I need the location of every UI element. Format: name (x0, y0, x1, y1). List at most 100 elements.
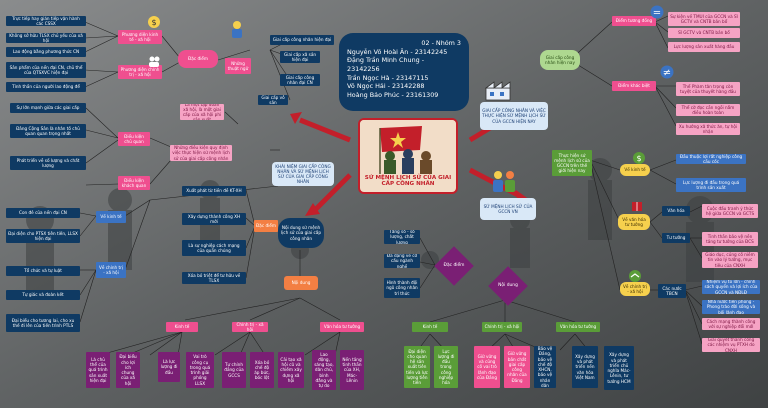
vn-leaf-2: Lực lượng đi đầu trong công nghiệp hóa (434, 346, 458, 388)
svg-text:≠: ≠ (663, 68, 671, 79)
vn-leaf-1: Đại diện cho quan hệ sản xuất tiên tiến … (404, 346, 430, 388)
svg-text:$: $ (151, 18, 156, 27)
condition-3: Phát triển về số lượng và chất lượng (10, 156, 86, 170)
economic-right: Về kinh tế (620, 164, 650, 176)
member-2: Đặng Trần Minh Chung - (347, 56, 425, 65)
subjective-condition: Điều kiện chủ quan (118, 132, 150, 146)
handshake-icon (628, 268, 642, 282)
content-cat-politics: Chính trị - xã hội (232, 322, 268, 332)
ideology-leaf-1: Giáo dục, củng cố niềm tin vào lý tưởng,… (702, 252, 758, 268)
dollar-icon: $ (632, 150, 646, 164)
mission-trait-2: Xây dựng thành công XH mới (182, 213, 246, 225)
economic-right-1: Đầu thuộc lợi rất nghiệp công cầu cốc (676, 154, 746, 164)
vn-cat-culture: Văn hóa tư tưởng (556, 322, 600, 332)
content-leaf-9: Nền tảng tinh thần của XH, Mác-Lênin (340, 350, 364, 390)
political-right: Về chính trị - xã hội (620, 282, 650, 296)
vn-cat-politics: Chính trị - xã hội (482, 322, 522, 332)
trait-4: Sản phẩm của nền đại CN, chủ thể của QTS… (6, 62, 86, 78)
mission-trait-3: Là sự nghiệp cách mạng của quần chúng (182, 240, 246, 256)
vn-trait-3: Hình thành đội ngũ công nhân trí thức (384, 278, 420, 298)
content-leaf-3: Là lực lượng đi đầu (158, 352, 180, 382)
condition-2: Đảng Cộng Sản là nhân tố chủ quan quan t… (10, 124, 86, 138)
difference-3: Xu hướng xã thức ăn, tự hội nhận (676, 123, 740, 135)
term-3: Giai cấp công nhân đại CN (280, 74, 320, 86)
not-equal-icon: ≠ (660, 64, 674, 79)
capitalist-leaf-4: Giải quyết thành công các nhiệm vụ PTXH … (702, 338, 760, 352)
book-icon (630, 198, 644, 212)
vn-mission-branch: SỨ MỆNH LỊCH SỬ CỦA GCCN VN (480, 198, 536, 220)
vn-leaf-3: Giữ vững và củng cố vai trò lãnh đạo của… (474, 346, 500, 388)
team-icon (490, 168, 518, 194)
similarity-node: Điểm tương đồng (612, 16, 656, 26)
vn-trait-2: Đa dạng về cơ cấu ngành nghề (384, 254, 420, 268)
svg-text:=: = (653, 8, 661, 19)
economic-right-2: Lực lượng đi đầu trong quá trình sản xuấ… (676, 178, 746, 192)
group-info-box: 02 - Nhóm 3 Nguyễn Võ Hoài Ân - 23142245… (339, 33, 469, 111)
terminology-node: Những thuật ngữ (225, 58, 251, 74)
objective-condition: Điều kiện khách quan (118, 176, 150, 190)
difference-1: Thể Phàm tân trọng còn tuyệt của thuyết … (676, 82, 740, 96)
content-cat-culture: Văn hóa tư tưởng (320, 322, 364, 332)
difference-node: Điểm khác biệt (612, 81, 656, 91)
trait-2: Không sở hữu TLSX chủ yếu của xã hội (6, 33, 86, 43)
political-2: Tự giác và đoàn kết (6, 290, 80, 300)
term-1: Giai cấp công nhân hiện đại (270, 35, 334, 45)
economic-2: Đại diện cho PTSX tiên tiến, LLSX hiện đ… (6, 229, 80, 243)
economic-1: Con đẻ của nền đại CN (6, 208, 80, 218)
term-4: Giai cấp vô sản (258, 95, 288, 105)
mission-content-node: Nội dung sứ mệnh lịch sử của giai cấp cô… (278, 218, 324, 248)
equal-icon: = (650, 4, 664, 19)
capitalist-leaf-3: Cách mạng thành công với sự nghiệp đổi m… (702, 318, 760, 330)
political-1: Tổ chức và tự luật (6, 266, 80, 276)
conditions-node: Những điều kiện quy định việc thực hiện … (170, 145, 232, 161)
culture-leaf-2: Tinh thần bảo vệ nền tảng tư tưởng của Đ… (702, 232, 758, 246)
term-2: Giai cấp xã sản hiện đại (280, 51, 320, 63)
content-cat-economy: Kinh tế (166, 322, 198, 332)
content-leaf-7: Cải tạo xã hội cũ và chiếm xây dựng xã h… (278, 352, 304, 388)
trait-5: Tính thần của người lao động để (6, 82, 86, 92)
vn-leaf-5: Bảo vệ Đảng, bảo vệ chế độ XHCN, bảo vệ … (534, 346, 556, 388)
world-mission-node: Thực hiện sứ mệnh lịch sử của GCCN trên … (552, 150, 592, 176)
member-5: Hoàng Bảo Phúc - 23161309 (347, 90, 439, 99)
money-icon: $ (147, 14, 161, 28)
trait-1: Trực tiếp hay gián tiếp vận hành các CSS… (6, 16, 86, 26)
vn-content-label: Nội dung (498, 283, 518, 288)
content-leaf-5: Tự chính đảng của GCCS (222, 352, 246, 388)
central-topic: SỨ MỆNH LỊCH SỬ CỦA GIAI CẤP CÔNG NHÂN (358, 118, 458, 194)
capitalist-countries: Các nước TBCN (658, 284, 686, 298)
content-leaf-2: Đại biểu cho lợi ích chung của xã hội (116, 352, 140, 388)
member-2b: 23142256 (347, 64, 380, 73)
characteristics-node: Đặc điểm (178, 50, 218, 68)
worker-flag-illustration (360, 120, 456, 176)
concept-branch: KHÁI NIỆM GIAI CẤP CÔNG NHÂN VÀ SỨ MỆNH … (272, 162, 334, 186)
definition-node: Là một tập đoàn xã hội, là một giai cấp … (180, 104, 224, 120)
vn-leaf-7: Xây dựng và phát triển chủ nghĩa Mác-Lên… (604, 346, 634, 390)
content-leaf-8: Lao động, sáng tạo, dân chủ, bình đẳng v… (312, 350, 336, 390)
difference-2: Thể cờ đọc cần ngồi nắm điều hoàn toàn (676, 104, 740, 116)
vn-characteristics-label: Đặc điểm (443, 263, 465, 268)
current-class-node: Giai cấp công nhân hiện nay (540, 50, 580, 70)
content-leaf-1: Là chủ thể của quá trình sản xuất hiện đ… (86, 352, 110, 388)
similarity-3: Lực lượng sản xuất hàng đầu (668, 42, 740, 52)
current-mission-branch: GIAI CẤP CÔNG NHÂN VÀ VIỆC THỰC HIỆN SỨ … (480, 102, 548, 130)
content-leaf-6: Xóa bỏ chế độ áp bức, bóc lột (250, 352, 274, 388)
culture-right: Về văn hóa tư tưởng (618, 214, 650, 230)
trait-3: Lao động bằng phương thức CN (6, 47, 86, 57)
culture-leaf-1: Cuộc đấu tranh ý thức hệ giữa GCCN và GC… (702, 204, 758, 218)
people-icon (147, 53, 161, 67)
content-leaf-4: Vai trò công cụ trong quá trình giải phó… (186, 352, 214, 388)
economic-aspect: Về kinh tế (96, 211, 126, 223)
mission-trait-4: Xóa bỏ triệt để tư hữu về TLSX (182, 272, 246, 284)
vn-trait-1: Tăng số - số lượng, chất lượng (384, 230, 420, 244)
member-1: Nguyễn Võ Hoài Ân - 23142245 (347, 47, 448, 56)
similarity-1: Sự kiện về TMUI của GCCN và Sĩ GCTV và C… (668, 12, 740, 26)
political-3: Đại biểu cho tương lai, cho xu thế đi lê… (6, 314, 80, 332)
vn-leaf-6: Xây dựng và phát triển nền văn hóa Việt … (572, 346, 598, 388)
aspect-socio-political: Phương diện chính trị - xã hội (118, 65, 162, 79)
member-4: Võ Ngọc Hải - 23142288 (347, 82, 425, 91)
condition-1: Sự lớn mạnh giữa các giai cấp (10, 103, 86, 113)
mission-trait-1: Xuất phát từ tiền đề KT-XH (182, 186, 246, 196)
mission-characteristics: Đặc điểm (254, 220, 278, 232)
ideology-sub: Tư tưởng (662, 233, 690, 243)
central-title: SỨ MỆNH LỊCH SỬ CỦA GIAI CẤP CÔNG NHÂN (364, 174, 452, 188)
